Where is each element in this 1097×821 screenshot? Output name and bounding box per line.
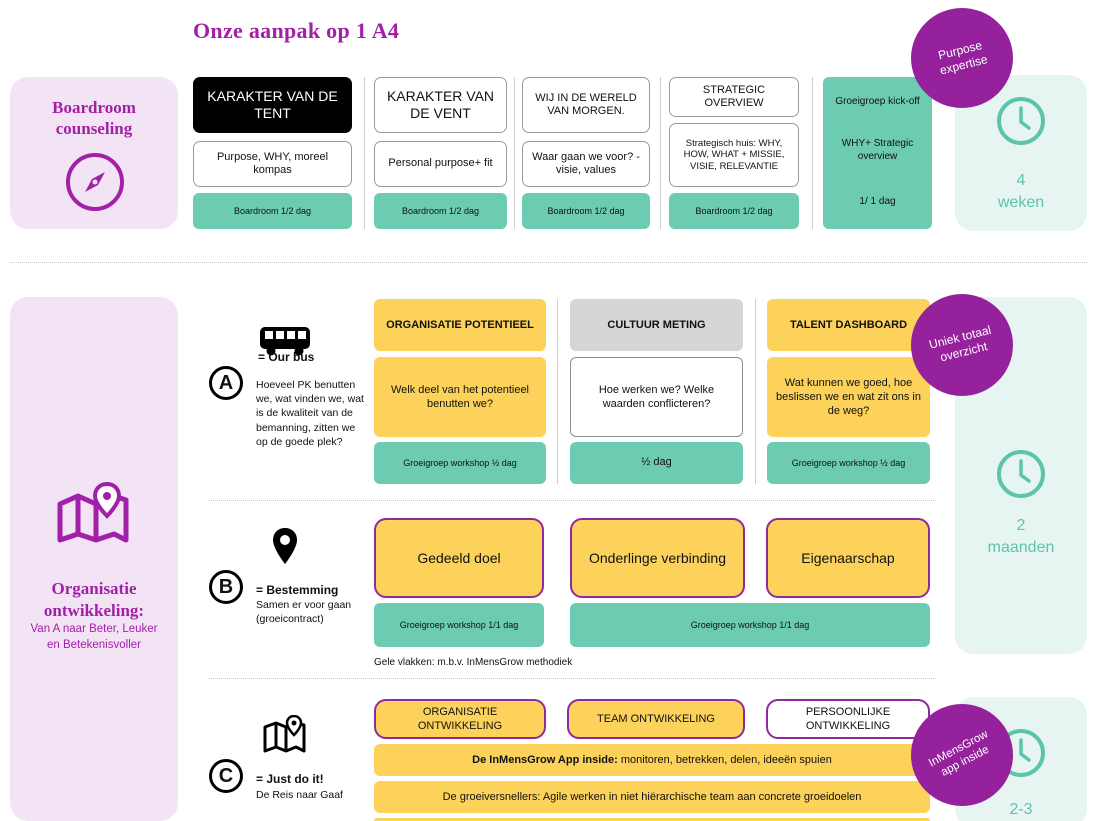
just-do-it-label: = Just do it! [256, 772, 324, 786]
bus-icon [258, 325, 312, 357]
footer-karakter-vent: Boardroom 1/2 dag [374, 193, 507, 229]
header-talent-dashboard: TALENT DASHBOARD [767, 299, 930, 351]
header-karakter-vent: KARAKTER VAN DE VENT [374, 77, 507, 133]
boardroom-heading: Boardroom counseling [52, 98, 136, 139]
team-ontwikkeling-box: TEAM ONTWIKKELING [567, 699, 745, 739]
divider [755, 299, 756, 484]
clock-icon [995, 448, 1047, 500]
row-b-text: Samen er voor gaan (groeicontract) [256, 599, 352, 626]
app-inside-label: InMensGrow app inside [926, 727, 992, 779]
footer-cultuur-meting: ½ dag [570, 442, 743, 484]
row-separator [209, 678, 936, 679]
organisatie-ontwikkeling-box: ORGANISATIE ONTWIKKELING [374, 699, 546, 739]
row-separator [209, 500, 936, 501]
yellow-bar-edge [374, 818, 930, 821]
divider [514, 77, 515, 229]
divider [557, 299, 558, 484]
app-inside-badge: InMensGrow app inside [911, 704, 1013, 806]
duration-2-unit: maanden [987, 539, 1055, 556]
row-c-text: De Reis naar Gaaf [256, 789, 343, 801]
letter-a: A [209, 366, 243, 400]
gele-vlakken-note: Gele vlakken: m.b.v. InMensGrow methodie… [374, 657, 573, 668]
body-karakter-tent: Purpose, WHY, moreel kompas [193, 141, 352, 187]
divider [812, 77, 813, 229]
duration-2-num: 2 [1016, 517, 1026, 534]
footer-row-b-2: Groeigroep workshop 1/1 dag [570, 603, 930, 647]
persoonlijke-ontwikkeling-box: PERSOONLIJKE ONTWIKKELING [766, 699, 930, 739]
map-icon [262, 714, 308, 753]
divider [660, 77, 661, 229]
duration-1-unit: weken [997, 194, 1045, 211]
kickoff-duration: 1/ 1 dag [859, 196, 896, 207]
header-karakter-tent: KARAKTER VAN DE TENT [193, 77, 352, 133]
uniek-totaal-overzicht-badge: Uniek totaal overzicht [911, 294, 1013, 396]
footer-talent-dashboard: Groeigroep workshop ½ dag [767, 442, 930, 484]
body-cultuur-meting: Hoe werken we? Welke waarden conflictere… [570, 357, 743, 437]
eigenaarschap-box: Eigenaarschap [766, 518, 930, 598]
body-strategic-overview: Strategisch huis: WHY, HOW, WHAT + MISSI… [669, 123, 799, 187]
footer-wereld-morgen: Boardroom 1/2 dag [522, 193, 650, 229]
gedeeld-doel-box: Gedeeld doel [374, 518, 544, 598]
organisatie-subtitle: Van A naar Beter, Leuker en Betekenisvol… [30, 623, 158, 651]
organisatie-panel [10, 297, 178, 821]
section-separator [10, 262, 1087, 263]
footer-row-b-1: Groeigroep workshop 1/1 dag [374, 603, 544, 647]
app-inside-rest: monitoren, betrekken, delen, ideeën spui… [617, 753, 832, 766]
letter-b: B [209, 570, 243, 604]
header-organisatie-potentieel: ORGANISATIE POTENTIEEL [374, 299, 546, 351]
onderlinge-verbinding-box: Onderlinge verbinding [570, 518, 745, 598]
location-pin-icon [272, 527, 298, 565]
body-karakter-vent: Personal purpose+ fit [374, 141, 507, 187]
groeiversnellers-bar: De groeiversnellers: Agile werken in nie… [374, 781, 930, 813]
letter-c: C [209, 759, 243, 793]
header-strategic-overview: STRATEGIC OVERVIEW [669, 77, 799, 117]
body-wereld-morgen: Waar gaan we voor? - visie, values [522, 141, 650, 187]
header-wereld-morgen: WIJ IN DE WERELD VAN MORGEN. [522, 77, 650, 133]
purpose-expertise-badge: Purpose expertise [911, 8, 1013, 108]
boardroom-panel [10, 77, 178, 229]
bestemming-label: = Bestemming [256, 583, 339, 597]
duration-3-num: 2-3 [1009, 801, 1033, 818]
body-organisatie-potentieel: Welk deel van het potentieel benutten we… [374, 357, 546, 437]
kickoff-strategic: WHY+ Strategic overview [841, 138, 914, 162]
purpose-expertise-label: Purpose expertise [936, 38, 990, 78]
footer-organisatie-potentieel: Groeigroep workshop ½ dag [374, 442, 546, 484]
header-cultuur-meting: CULTUUR METING [570, 299, 743, 351]
app-inside-bold: De InMensGrow App inside: [472, 753, 618, 766]
our-bus-label: = Our bus [258, 350, 315, 364]
footer-karakter-tent: Boardroom 1/2 dag [193, 193, 352, 229]
map-icon [52, 481, 134, 544]
body-talent-dashboard: Wat kunnen we goed, hoe beslissen we en … [767, 357, 930, 437]
duration-1-num: 4 [1016, 172, 1026, 189]
footer-strategic-overview: Boardroom 1/2 dag [669, 193, 799, 229]
kickoff-box [823, 77, 932, 229]
kickoff-title: Groeigroep kick-off [835, 96, 920, 107]
clock-icon [995, 95, 1047, 147]
compass-icon [65, 152, 125, 212]
row-a-text: Hoeveel PK benutten we, wat vinden we, w… [256, 379, 364, 448]
page-title: Onze aanpak op 1 A4 [193, 18, 400, 43]
uniek-totaal-overzicht-label: Uniek totaal overzicht [927, 322, 993, 365]
app-inside-bar: De InMensGrow App inside: monitoren, bet… [374, 744, 930, 776]
divider [364, 77, 365, 229]
organisatie-heading: Organisatie ontwikkeling: [43, 579, 145, 621]
